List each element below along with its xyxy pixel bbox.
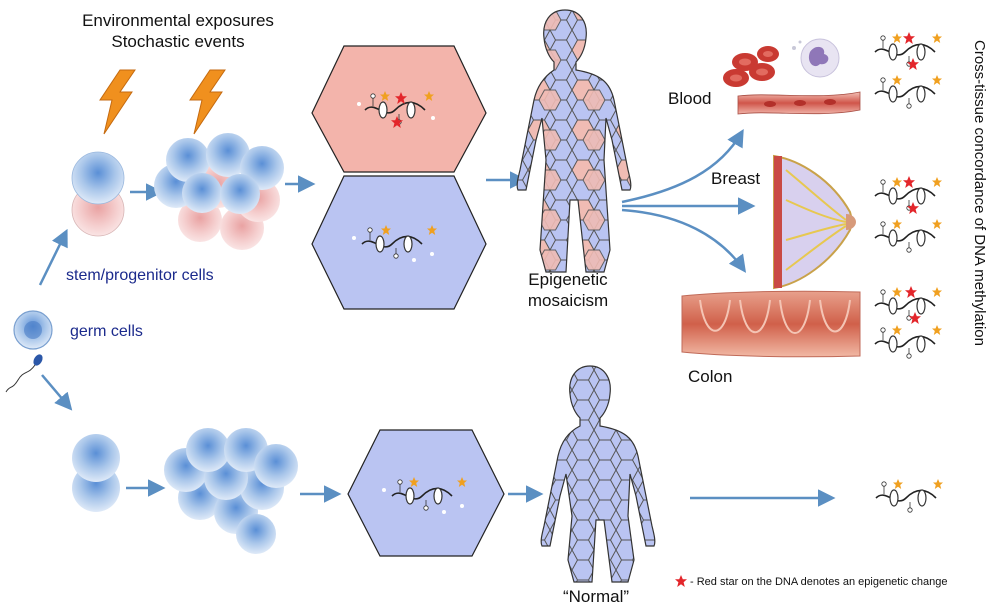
hexagon-unaltered: [311, 175, 487, 310]
sperm-icon: [5, 354, 43, 393]
cell-cluster-normal: [164, 428, 298, 554]
cell-cluster-mixed: [154, 133, 284, 250]
lightning-icon: [99, 69, 136, 135]
arrow: [621, 128, 744, 204]
human-figure-mosaic: [516, 9, 632, 273]
red-star-legend-icon: [675, 575, 687, 587]
lightning-icon: [189, 69, 226, 135]
breast-tissue-icon: [773, 154, 856, 290]
arrow: [41, 374, 73, 411]
blood-vessel-icon: [737, 91, 861, 115]
dna-unaltered: [352, 225, 437, 262]
human-figure-normal: [540, 365, 656, 583]
epigenetic-label: Epigenetic: [528, 270, 608, 289]
dna-final-normal: [875, 479, 943, 514]
normal-cell-pair: [72, 434, 120, 512]
dna-colon-altered: [874, 286, 942, 324]
dna-normal: [382, 477, 467, 514]
normal-label: “Normal”: [563, 587, 629, 606]
breast-label: Breast: [711, 169, 760, 188]
colon-label: Colon: [688, 367, 732, 386]
arrow: [621, 208, 747, 273]
arrow: [38, 228, 68, 286]
dna-breast-altered: [874, 176, 942, 214]
dna-blood-altered: [874, 32, 942, 70]
hexagon-altered: [311, 45, 487, 173]
white-blood-cell-icon: [792, 38, 840, 78]
legend-text: - Red star on the DNA denotes an epigene…: [690, 576, 947, 588]
mosaicism-label: mosaicism: [528, 291, 608, 310]
stochastic-events-label: Stochastic events: [111, 32, 244, 51]
germ-cell-icon: [13, 310, 53, 350]
stem-progenitor-cells-label: stem/progenitor cells: [66, 267, 214, 284]
red-blood-cells-icon: [723, 46, 779, 87]
colon-tissue-icon: [681, 290, 861, 358]
blood-label: Blood: [668, 89, 711, 108]
dna-blood-unaltered: [874, 75, 942, 109]
stem-cell-pair: [71, 151, 125, 237]
dna-breast-unaltered: [874, 219, 942, 253]
cross-tissue-concordance-title: Cross-tissue concordance of DNA methylat…: [971, 40, 988, 346]
dna-altered: [357, 91, 435, 128]
germ-cells-label: germ cells: [70, 323, 143, 340]
dna-colon-unaltered: [874, 325, 942, 360]
environmental-exposures-label: Environmental exposures: [82, 11, 274, 30]
